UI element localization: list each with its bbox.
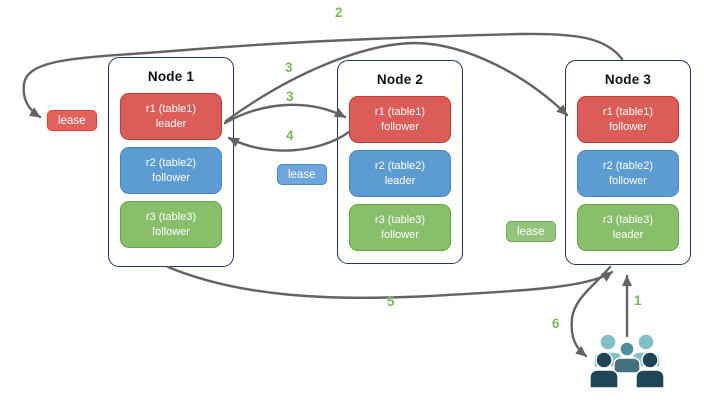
step-label-3b: 3 <box>286 89 294 104</box>
user-front-right <box>635 351 665 389</box>
node-1-title: Node 1 <box>147 69 195 84</box>
node-1-replica-r1: r1 (table1) leader <box>120 93 222 140</box>
node-1-replica-r2: r2 (table2) follower <box>120 147 222 194</box>
replica-name: r2 (table2) <box>145 157 197 170</box>
lease-badge-table1: lease <box>47 110 97 131</box>
step-label-2: 2 <box>335 5 343 20</box>
node-3-title: Node 3 <box>604 72 652 87</box>
replica-role: leader <box>612 228 644 241</box>
replica-name: r3 (table3) <box>602 214 654 227</box>
step-label-4: 4 <box>286 128 294 143</box>
replica-role: follower <box>152 225 190 238</box>
replica-name: r2 (table2) <box>374 160 426 173</box>
node-3: Node 3 r1 (table1) follower r2 (table2) … <box>565 60 691 265</box>
node-3-replica-r1: r1 (table1) follower <box>577 96 679 143</box>
replica-role: follower <box>381 120 419 133</box>
node-2: Node 2 r1 (table1) follower r2 (table2) … <box>337 60 463 264</box>
node-3-replica-r3: r3 (table3) leader <box>577 204 679 251</box>
replica-role: leader <box>384 174 416 187</box>
replica-role: follower <box>381 228 419 241</box>
replica-role: follower <box>152 171 190 184</box>
replica-name: r2 (table2) <box>602 160 654 173</box>
lease-badge-table3: lease <box>506 221 556 242</box>
replica-name: r1 (table1) <box>602 106 654 119</box>
node-2-replica-r3: r3 (table3) follower <box>349 204 451 251</box>
node-1: Node 1 r1 (table1) leader r2 (table2) fo… <box>108 57 234 267</box>
node-3-replica-r2: r2 (table2) follower <box>577 150 679 197</box>
replica-role: follower <box>609 120 647 133</box>
step-label-3a: 3 <box>285 60 293 75</box>
arrow-3-node1-to-node2 <box>223 103 347 125</box>
replica-name: r3 (table3) <box>145 211 197 224</box>
replica-name: r1 (table1) <box>374 106 426 119</box>
lease-badge-table2: lease <box>277 164 327 185</box>
replica-role: leader <box>155 117 187 130</box>
replica-name: r3 (table3) <box>374 214 426 227</box>
node-2-replica-r2: r2 (table2) leader <box>349 150 451 197</box>
step-label-6: 6 <box>552 316 560 331</box>
node-2-title: Node 2 <box>376 72 424 87</box>
user-middle <box>613 341 641 374</box>
step-label-1: 1 <box>634 293 642 308</box>
node-2-replica-r1: r1 (table1) follower <box>349 96 451 143</box>
step-label-5: 5 <box>387 294 395 309</box>
users-icon <box>589 333 665 389</box>
replica-role: follower <box>609 174 647 187</box>
replica-name: r1 (table1) <box>145 103 197 116</box>
node-1-replica-r3: r3 (table3) follower <box>120 201 222 248</box>
